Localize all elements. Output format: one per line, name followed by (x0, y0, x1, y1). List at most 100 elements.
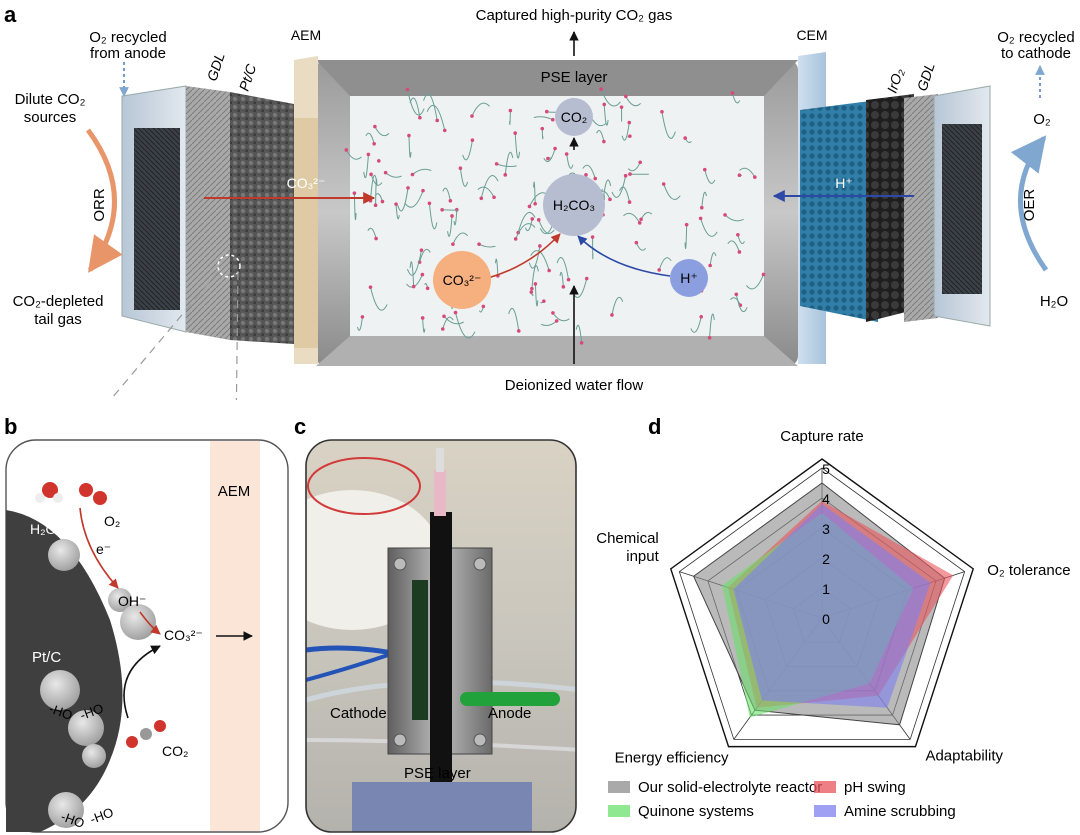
polymer-node (753, 175, 757, 179)
polymer-node (481, 304, 486, 309)
polymer-node (698, 216, 703, 221)
polymer-node (470, 138, 475, 142)
polymer-node (407, 133, 411, 138)
polymer-strand (619, 186, 631, 203)
polymer-strand (603, 104, 609, 126)
radar-axis-label: Capture rate (780, 428, 863, 445)
polymer-strand (408, 135, 412, 158)
zoom-line-left (109, 271, 219, 400)
radar-axis-label: input (626, 548, 659, 565)
polymer-node (450, 214, 454, 218)
polymer-node (373, 124, 377, 129)
polymer-strand (514, 133, 521, 159)
panel-a: a Captured high-purit (4, 2, 1075, 400)
co3-reaction-arrow (487, 233, 561, 279)
pse-layer-label: PSE layer (541, 69, 608, 86)
o2-label-b: O₂ (104, 513, 120, 529)
polymer-strand (709, 252, 717, 266)
radar-axis-label: O₂ tolerance (987, 562, 1070, 579)
polymer-strand (534, 283, 539, 307)
polymer-strand (423, 93, 438, 121)
polymer-node (730, 91, 735, 95)
polymer-node (372, 141, 376, 146)
gdl-right-label: GDL (914, 61, 938, 93)
gdl-left-label: GDL (204, 51, 228, 83)
polymer-strand (509, 110, 511, 125)
polymer-node (435, 118, 439, 123)
polymer-strand (419, 248, 431, 263)
polymer-strand (471, 102, 490, 117)
polymer-strand (663, 183, 681, 200)
co2-capture-arrow (123, 645, 161, 719)
polymer-strand (397, 187, 409, 212)
polymer-strand (480, 175, 499, 199)
polymer-node (536, 218, 541, 222)
polymer-node (628, 134, 632, 138)
legend-label: Our solid-electrolyte reactor (638, 779, 822, 796)
panel-b-letter: b (4, 414, 17, 439)
polymer-node (627, 120, 632, 125)
orr-label: ORR (91, 188, 108, 222)
polymer-node (368, 198, 373, 203)
right-electrode-assembly (798, 52, 991, 364)
polymer-strand (727, 240, 740, 253)
polymer-node (566, 277, 571, 282)
legend-label: pH swing (844, 779, 906, 796)
polymer-strand (367, 227, 377, 239)
polymer-node (610, 313, 614, 317)
polymer-strand (443, 315, 465, 325)
polymer-node (584, 276, 589, 281)
polymer-node (410, 172, 415, 177)
polymer-strand (374, 126, 390, 137)
polymer-node (366, 152, 371, 157)
aem-label-b: AEM (218, 483, 251, 500)
h-reaction-arrow (577, 235, 671, 277)
polymer-node (368, 285, 373, 289)
polymer-node (564, 152, 569, 156)
pse-layer-label-c: PSE layer (404, 765, 471, 782)
polymer-strand (704, 169, 716, 184)
polymer-node (494, 162, 499, 166)
polymer-strand (357, 316, 363, 331)
polymer-node (442, 128, 447, 133)
polymer-node (542, 299, 546, 303)
co3-bubble (433, 251, 491, 309)
radar-tick-label: 1 (822, 581, 830, 597)
polymer-node (458, 166, 463, 170)
polymer-strand (533, 181, 536, 204)
polymer-strand (409, 261, 415, 287)
legend-swatch (814, 805, 836, 817)
polymer-node (352, 191, 357, 195)
polymer-strand (611, 296, 624, 316)
polymer-strand (600, 88, 621, 107)
polymer-node (660, 109, 664, 114)
polymer-strand (363, 154, 369, 179)
electron-label: e⁻ (96, 541, 111, 557)
polymer-node (492, 195, 496, 200)
panel-c: c Cathode Anode PSE layer (294, 414, 577, 833)
polymer-node (442, 314, 446, 319)
polymer-node (637, 221, 642, 225)
polymer-strand (406, 250, 422, 276)
iro2-label: IrO₂ (884, 66, 907, 95)
polymer-strand (566, 153, 574, 169)
polymer-strand (453, 209, 458, 226)
oh-to-co3-arrow (139, 611, 161, 635)
polymer-node (373, 203, 378, 208)
water-flow-label: Deionized water flow (505, 377, 644, 394)
polymer-strand (611, 175, 627, 198)
polymer-strand (426, 104, 446, 131)
polymer-strand (406, 89, 425, 116)
polymer-strand (552, 312, 570, 322)
h2co3-bubble-label: H₂CO₃ (553, 197, 595, 213)
polymer-node (627, 200, 632, 204)
polymer-node (360, 315, 365, 319)
polymer-node (554, 319, 559, 323)
polymer-node (440, 327, 445, 331)
polymer-node (708, 263, 712, 268)
panel-c-frame (305, 439, 577, 833)
radar-axis-label: Energy efficiency (615, 750, 729, 767)
polymer-node (421, 188, 425, 193)
panel-a-letter: a (4, 2, 17, 27)
